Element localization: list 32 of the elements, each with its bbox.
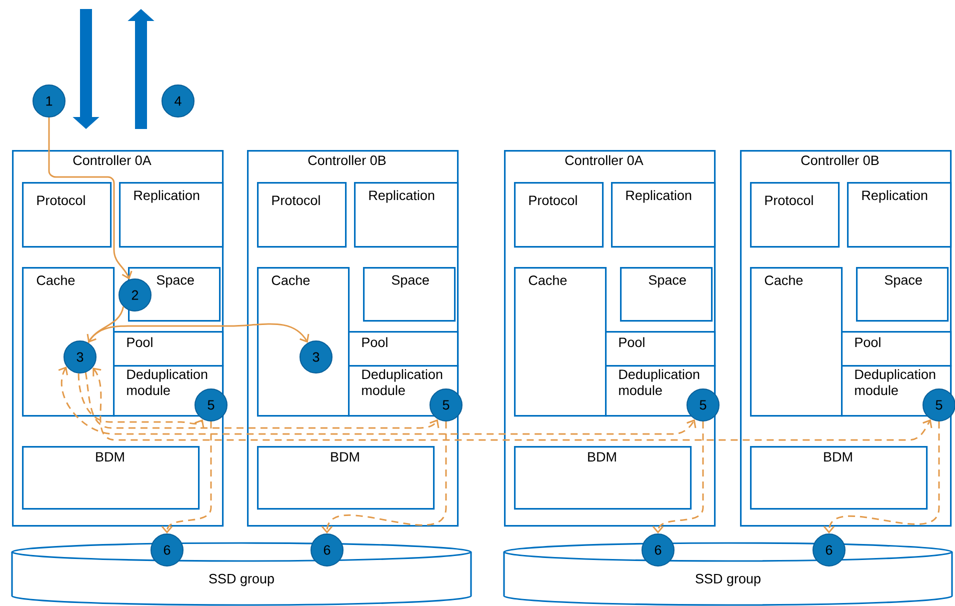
node-label: SSD group xyxy=(209,574,274,586)
arrow xyxy=(86,306,124,343)
arrow xyxy=(84,372,440,429)
module-box: BDM xyxy=(514,446,692,510)
module-box: Replication xyxy=(847,182,952,248)
module-box: Protocol xyxy=(750,182,840,248)
module-box: Pool xyxy=(348,331,459,367)
module-box: Space xyxy=(856,267,949,322)
module-box: Pool xyxy=(605,331,716,367)
module-box: Space xyxy=(620,267,713,322)
arrow xyxy=(161,422,212,534)
arrow xyxy=(78,373,204,428)
module-box: Replication xyxy=(119,182,224,248)
module-box: BDM xyxy=(22,446,200,510)
arrow xyxy=(92,368,932,441)
arrow xyxy=(48,118,132,280)
module-box: Space xyxy=(363,267,456,322)
module-box: Pool xyxy=(841,331,952,367)
arrow xyxy=(88,323,310,344)
arrow xyxy=(321,422,447,534)
module-box: Replication xyxy=(611,182,716,248)
module-box: BDM xyxy=(257,446,435,510)
module-box: Replication xyxy=(354,182,459,248)
module-box: Pool xyxy=(113,331,224,367)
module-box: Protocol xyxy=(22,182,112,248)
arrow xyxy=(58,366,696,435)
module-box: Protocol xyxy=(257,182,347,248)
arrow xyxy=(823,422,940,534)
module-box: BDM xyxy=(750,446,928,510)
node-label: SSD group xyxy=(696,574,760,586)
arrow xyxy=(652,422,704,534)
module-box: Protocol xyxy=(514,182,604,248)
